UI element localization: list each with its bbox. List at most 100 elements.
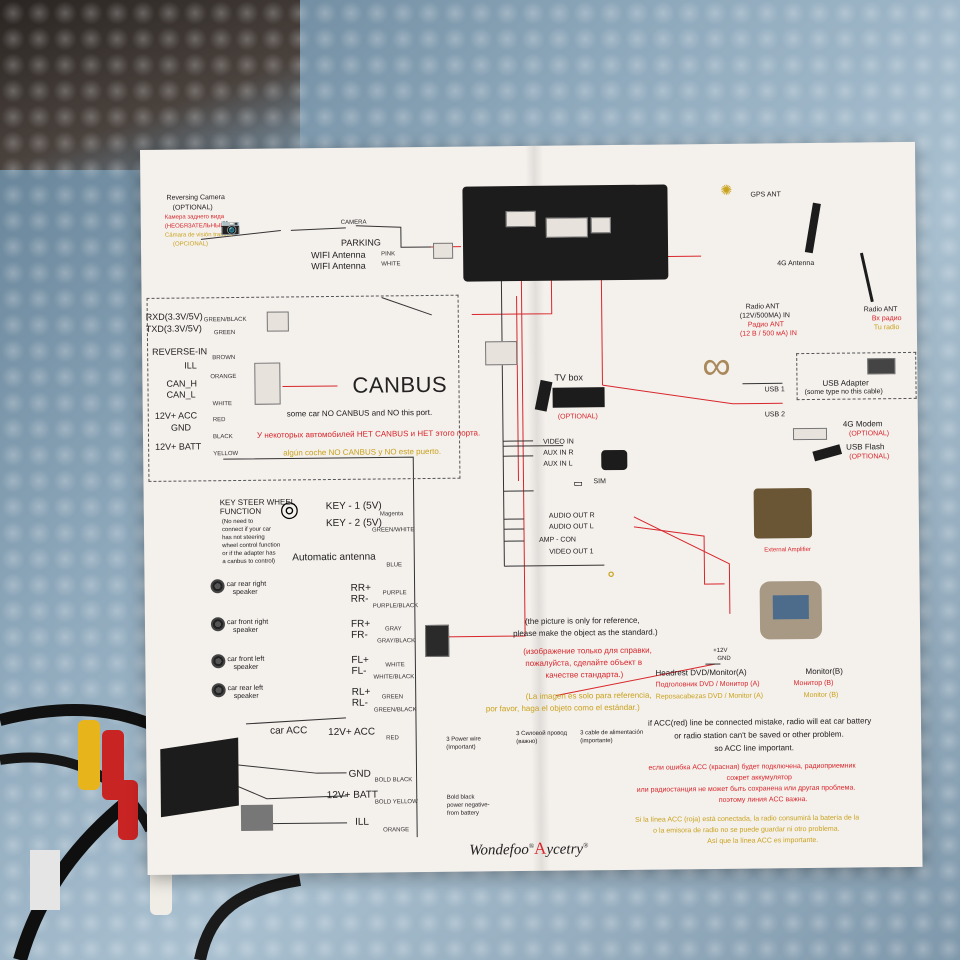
brand-right: ycetry bbox=[546, 841, 584, 858]
headrest-es-a: Reposacabezas DVD / Monitor (A) bbox=[655, 692, 764, 701]
speaker-fl-sub: speaker bbox=[233, 663, 259, 672]
sim-label: SIM bbox=[593, 478, 606, 486]
wire-color-green-spk: GREEN bbox=[381, 694, 404, 701]
wire-color-brown: BROWN bbox=[212, 355, 236, 362]
steer-note-1: (No need to bbox=[221, 518, 254, 526]
reverse-camera-ru-optional: (НЕОБЯЗАТЕЛЬНЫЙ) bbox=[164, 223, 227, 230]
wire-color-white-spk: WHITE bbox=[385, 662, 405, 669]
steer-note-4: wheel control function bbox=[222, 542, 281, 550]
canbus-note-en: some car NO CANBUS and NO this port. bbox=[286, 407, 433, 419]
car-photo-icon bbox=[240, 804, 274, 831]
wire-color-gray: GRAY bbox=[385, 626, 402, 633]
wiring-diagram-sheet: Reversing Camera (OPTIONAL) Камера задне… bbox=[140, 141, 923, 875]
steer-title-2: FUNCTION bbox=[219, 506, 262, 517]
usb-adapter-note: (some type no this cable) bbox=[804, 388, 883, 397]
video-out-label: VIDEO OUT 1 bbox=[549, 548, 594, 556]
wire-color-white-can: WHITE bbox=[212, 401, 233, 408]
reverse-camera-es-optional: (OPCIONAL) bbox=[172, 241, 209, 248]
dash-camera-icon bbox=[601, 449, 628, 471]
reference-ru-1: (изображение только для справки, bbox=[523, 645, 652, 657]
power-note-en-sub: (Important) bbox=[446, 744, 476, 751]
headrest-es-b: Monitor (B) bbox=[803, 691, 839, 700]
usb-adapter-device bbox=[867, 358, 896, 375]
power-note-ru-sub: (важно) bbox=[516, 738, 538, 746]
radio-in-ru: Радио ANT bbox=[747, 321, 785, 329]
audio-out-r-label: AUDIO OUT R bbox=[548, 512, 595, 520]
wire-color-white-black: WHITE/BLACK bbox=[373, 674, 415, 681]
wire-color-blue: BLUE bbox=[386, 562, 403, 569]
wire-color-black: BLACK bbox=[212, 434, 233, 441]
wifi-antenna-label-1: WIFI Antenna bbox=[311, 249, 366, 261]
audio-out-l-label: AUDIO OUT L bbox=[548, 523, 594, 531]
brand-left: Wondefoo bbox=[469, 841, 529, 859]
head-unit-connector bbox=[590, 217, 611, 234]
power-acc-label: 12V+ ACC bbox=[328, 726, 376, 739]
reverse-camera-ru: Камера заднего вида bbox=[164, 214, 225, 221]
acc-warning-en-2: or radio station can't be saved or other… bbox=[674, 729, 844, 741]
steer-note-2: connect if your car bbox=[221, 526, 272, 534]
wire-color-green: GREEN bbox=[213, 330, 236, 337]
camera-label: CAMERA bbox=[340, 219, 367, 226]
speaker-fr-name: car front right bbox=[226, 618, 269, 627]
headrest-b-label: Monitor(B) bbox=[805, 666, 843, 677]
wire-color-green-black-spk: GREEN/BLACK bbox=[373, 707, 417, 714]
steering-wheel-icon: ◎ bbox=[279, 496, 300, 522]
speaker-rl-neg: RL- bbox=[351, 697, 368, 709]
usb-flash-label: USB Flash bbox=[846, 442, 885, 452]
wire-color-gray-black: GRAY/BLACK bbox=[377, 638, 416, 645]
radio-in-label: Radio ANT bbox=[745, 303, 780, 311]
canbus-note-es: algún coche NO CANBUS y NO este puerto. bbox=[283, 446, 442, 458]
4g-modem-optional: (OPTIONAL) bbox=[848, 430, 890, 438]
reverse-camera-optional: (OPTIONAL) bbox=[172, 204, 213, 212]
key1-label: KEY - 1 (5V) bbox=[325, 500, 382, 513]
4g-modem-label: 4G Modem bbox=[842, 419, 883, 429]
aux-in-l-label: AUX IN L bbox=[543, 460, 573, 468]
amp-con-label: AMP - CON bbox=[539, 536, 576, 544]
sim-icon: ▭ bbox=[573, 478, 584, 490]
usb2-label: USB 2 bbox=[764, 411, 786, 419]
4g-modem-icon bbox=[792, 427, 828, 441]
power-detail-1: Bold black bbox=[446, 794, 475, 801]
acc-label: 12V+ ACC bbox=[154, 410, 198, 421]
wire-color-yellow: YELLOW bbox=[213, 450, 239, 458]
power-batt-label: 12V+ BATT bbox=[326, 789, 379, 802]
usb-cable-icon: ∞ bbox=[702, 343, 732, 389]
amplifier-icon bbox=[753, 487, 813, 539]
txd-label: TXD(3.3V/5V) bbox=[145, 323, 202, 334]
usb1-label: USB 1 bbox=[764, 386, 785, 394]
power-note-es-title: 3 cable de alimentación bbox=[580, 729, 644, 737]
steer-note-6: a canbus to control) bbox=[222, 558, 276, 566]
wire-color-orange-power: ORANGE bbox=[383, 827, 410, 834]
brand-mark-2: ® bbox=[582, 841, 589, 850]
head-unit-connector bbox=[505, 210, 536, 228]
speaker-fr-sub: speaker bbox=[233, 626, 258, 635]
headrest-12v: +12V bbox=[713, 647, 728, 655]
reference-es-2: por favor, haga el objeto como el estánd… bbox=[485, 702, 640, 714]
power-ill-label: ILL bbox=[354, 816, 370, 828]
reference-en-1: (the picture is only for reference, bbox=[524, 615, 640, 626]
speaker-icon bbox=[210, 617, 226, 632]
wire-color-bold-black: BOLD BLACK bbox=[374, 777, 413, 784]
wire-color-purple: PURPLE bbox=[382, 590, 407, 597]
camera-icon: 📷 bbox=[220, 218, 241, 237]
speaker-icon bbox=[211, 683, 226, 698]
rxd-label: RXD(3.3V/5V) bbox=[145, 311, 203, 322]
brand-logo: Wondefoo®Aycetry® bbox=[469, 839, 588, 859]
wire-color-bold-yellow: BOLD YELLOW bbox=[374, 799, 418, 806]
speaker-rr-name: car rear right bbox=[226, 580, 267, 589]
speaker-fr-neg: FR- bbox=[351, 629, 368, 641]
speaker-rr-neg: RR- bbox=[350, 593, 369, 605]
wifi-connector bbox=[432, 242, 454, 259]
power-detail-2: power negative- bbox=[446, 802, 490, 809]
radio-ant-ru: Вх радио bbox=[871, 315, 902, 323]
power-gnd-label: GND bbox=[348, 768, 371, 780]
radio-ant-es: Tu radio bbox=[873, 324, 900, 332]
acc-warning-ru-2: сожрет аккумулятор bbox=[726, 774, 792, 782]
head-unit-connector bbox=[424, 624, 450, 658]
usb-flash-optional: (OPTIONAL) bbox=[849, 453, 890, 461]
gps-antenna-icon: ✺ bbox=[720, 181, 733, 198]
speaker-rr-sub: speaker bbox=[232, 588, 258, 597]
reference-en-2: please make the object as the standard.) bbox=[513, 627, 658, 639]
head-unit-connector bbox=[545, 217, 588, 238]
rca-connector-icon: ⚬ bbox=[604, 567, 618, 585]
